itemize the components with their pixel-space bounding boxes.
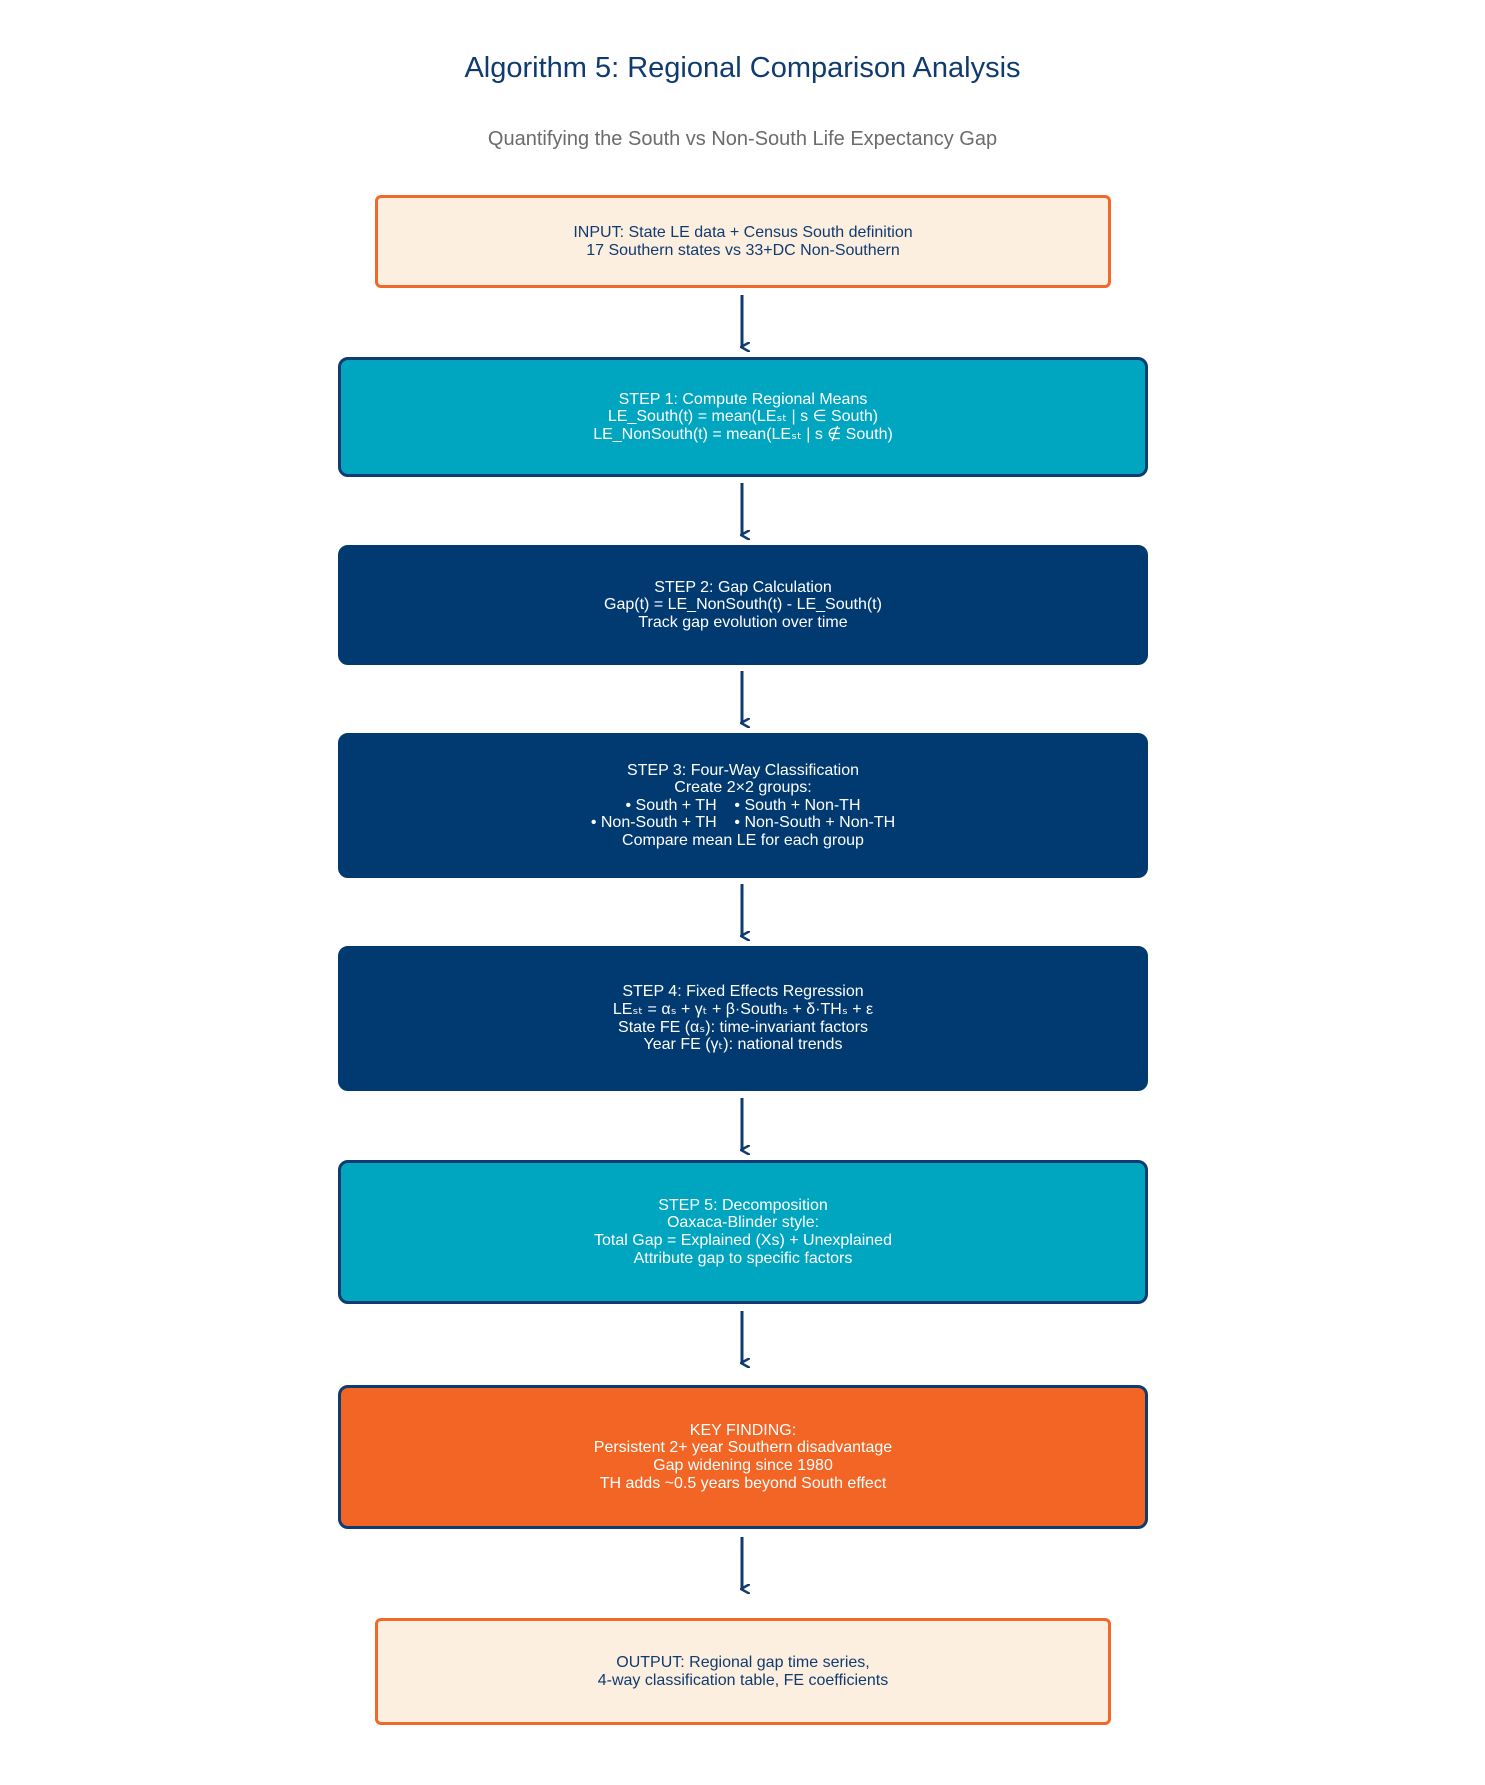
step5-line: STEP 5: Decomposition	[658, 1196, 828, 1214]
output-line: 4-way classification table, FE coefficie…	[597, 1671, 889, 1689]
finding-line: KEY FINDING:	[689, 1421, 797, 1439]
step3-line: • South + TH • South + Non-TH	[625, 796, 861, 814]
step2-line: Gap(t) = LE_NonSouth(t) - LE_South(t)	[604, 596, 882, 614]
step3-line: STEP 3: Four-Way Classification	[626, 761, 860, 779]
step5-line: Oaxaca-Blinder style:	[666, 1214, 820, 1232]
finding-line: TH adds ~0.5 years beyond South effect	[599, 1474, 887, 1492]
diagram-title: Algorithm 5: Regional Comparison Analysi…	[464, 52, 1021, 84]
step3-line: Compare mean LE for each group	[622, 831, 864, 849]
step3-line: Create 2×2 groups:	[674, 779, 812, 797]
step4-line: State FE (αₛ): time-invariant factors	[618, 1018, 868, 1036]
input-line: 17 Southern states vs 33+DC Non-Southern	[586, 241, 900, 259]
step5-line: Attribute gap to specific factors	[633, 1249, 853, 1267]
diagram-subtitle: Quantifying the South vs Non-South Life …	[487, 128, 998, 150]
step3-line: • Non-South + TH • Non-South + Non-TH	[590, 814, 896, 832]
finding-line: Gap widening since 1980	[653, 1457, 833, 1474]
step1-line: LE_South(t) = mean(LEₛₜ | s ∈ South)	[607, 408, 879, 426]
key-finding-box: KEY FINDING:Persistent 2+ year Southern …	[338, 1385, 1148, 1529]
output-line: OUTPUT: Regional gap time series,	[616, 1653, 870, 1671]
step1-line: LE_NonSouth(t) = mean(LEₛₜ | s ∉ South)	[593, 425, 893, 443]
finding-line: Persistent 2+ year Southern disadvantage	[593, 1439, 893, 1457]
input-line: INPUT: State LE data + Census South defi…	[573, 223, 913, 241]
step2-line: STEP 2: Gap Calculation	[654, 578, 832, 596]
input-box: INPUT: State LE data + Census South defi…	[375, 195, 1111, 288]
step2-line: Track gap evolution over time	[638, 613, 848, 631]
step4-line: Year FE (γₜ): national trends	[643, 1036, 843, 1054]
step5-line: Total Gap = Explained (Xs) + Unexplained	[594, 1232, 892, 1249]
step1-line: STEP 1: Compute Regional Means	[618, 390, 868, 408]
step4-line: STEP 4: Fixed Effects Regression	[622, 983, 864, 1001]
output-box: OUTPUT: Regional gap time series,4-way c…	[375, 1618, 1111, 1725]
step4-line: LEₛₜ = αₛ + γₜ + β·Southₛ + δ·THₛ + ε	[612, 1000, 874, 1018]
